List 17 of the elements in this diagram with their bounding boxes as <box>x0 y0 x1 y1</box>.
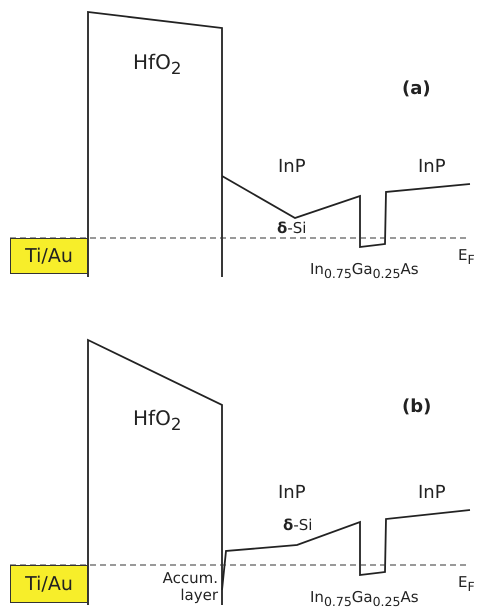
material-label: Ti/Au <box>10 565 88 603</box>
material-label: In$_{0.75}$Ga$_{0.25}$As <box>310 590 419 608</box>
material-label: InP <box>418 158 446 176</box>
accumulation-layer-label: Accum. layer <box>162 570 218 603</box>
panel-label: (a) <box>402 80 431 98</box>
fermi-level-label: E$_{F}$ <box>458 248 475 266</box>
material-label: InP <box>418 484 446 502</box>
doping-label: δ-Si <box>283 518 312 533</box>
material-label: In$_{0.75}$Ga$_{0.25}$As <box>310 262 419 280</box>
panel-label: (b) <box>402 398 432 416</box>
material-label: HfO$_{2}$ <box>133 52 182 78</box>
fermi-level-label: E$_{F}$ <box>458 575 475 594</box>
material-label: Ti/Au <box>10 238 88 274</box>
material-label: InP <box>278 158 306 176</box>
material-label: HfO$_{2}$ <box>133 408 182 434</box>
material-label: InP <box>278 484 306 502</box>
doping-label: δ-Si <box>277 221 306 236</box>
